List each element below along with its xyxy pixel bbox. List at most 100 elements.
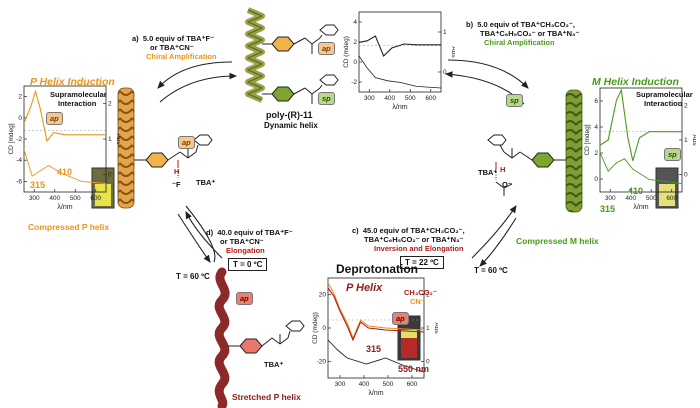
y2-tick-label: 2 xyxy=(108,101,112,108)
y-tick-label: 2 xyxy=(594,150,598,157)
x-tick-label: 300 xyxy=(335,381,346,388)
left-annotation2: Interaction xyxy=(58,99,97,108)
x-tick-label: 400 xyxy=(625,195,636,202)
vial-right xyxy=(655,167,679,209)
abs-curve xyxy=(327,339,425,373)
bottom-complex-tba: TBA⁺ xyxy=(264,360,284,369)
y-tick-label: 0 xyxy=(322,325,326,332)
left-panel-title: P Helix Induction xyxy=(30,76,115,88)
left-complex-tag: ap xyxy=(178,136,195,149)
bottom-tag: ap xyxy=(392,312,409,325)
left-annotation: Supramolecular xyxy=(50,90,107,99)
y2-tick-label: 2 xyxy=(684,102,688,109)
polymer-label: poly-(R)-11 xyxy=(266,110,313,120)
bottom-ann-550: 550 nm xyxy=(398,364,430,374)
right-complex-o: O⁻ xyxy=(502,180,512,189)
bottom-helix-tag: ap xyxy=(236,292,253,305)
x-tick-label: 500 xyxy=(70,195,81,202)
x-tick-label: 400 xyxy=(359,381,370,388)
y2-tick-label: 1 xyxy=(108,136,112,143)
center-molecule-ap xyxy=(262,24,339,54)
bottom-helix-label: Stretched P helix xyxy=(232,392,301,402)
step-c-temp: T = 22 ºC xyxy=(400,256,444,269)
right-complex-h: H xyxy=(500,165,506,174)
y-axis-label: CD [mdeg] xyxy=(8,123,15,154)
cd-curve-cn xyxy=(327,282,425,340)
y2-tick-label: 0 xyxy=(443,69,447,76)
y-tick-label: 4 xyxy=(594,124,598,131)
right-molecule xyxy=(487,134,566,196)
step-a-line1: a) 5.0 equiv of TBA⁺F⁻ xyxy=(132,34,215,43)
y2-tick-label: 0 xyxy=(684,172,688,179)
right-helix xyxy=(565,89,583,213)
left-complex-f: ⁻F xyxy=(172,180,181,189)
right-ann-410: 410 xyxy=(628,186,644,196)
center-tag-ap: ap xyxy=(318,42,335,55)
y-tick-label: -2 xyxy=(351,79,357,86)
bottom-legend-1: CH₃CO₂⁻ xyxy=(404,288,437,297)
x-tick-label: 500 xyxy=(383,381,394,388)
step-d-line1: d) 40.0 equiv of TBA⁺F⁻ xyxy=(206,228,293,237)
right-panel-title: M Helix Induction xyxy=(592,76,679,88)
center-molecule-sp xyxy=(262,74,339,104)
left-complex-h: H xyxy=(174,167,180,176)
bottom-legend-2: CN⁻ xyxy=(410,297,425,306)
right-ann-315: 315 xyxy=(600,204,616,214)
y2-tick-label: 0 xyxy=(426,358,430,365)
left-tag: ap xyxy=(46,112,63,125)
x-tick-label: 600 xyxy=(425,95,436,102)
right-tag: sp xyxy=(664,148,681,161)
left-helix xyxy=(117,87,135,209)
y2-tick-label: 2 xyxy=(426,292,430,299)
x-axis-label: λ/nm xyxy=(57,204,72,210)
y-tick-label: -4 xyxy=(16,157,22,164)
x-tick-label: 300 xyxy=(364,95,375,102)
abs-curve xyxy=(23,149,107,184)
y2-axis-label: Abs xyxy=(115,133,120,145)
x-axis-label: λ/nm xyxy=(368,390,383,396)
x-tick-label: 600 xyxy=(407,381,418,388)
y-tick-label: 0 xyxy=(594,176,598,183)
step-a-line2: or TBA⁺CN⁻ xyxy=(150,43,194,52)
bottom-heading: Deprotonation xyxy=(336,262,418,276)
x-tick-label: 400 xyxy=(49,195,60,202)
x-tick-label: 400 xyxy=(384,95,395,102)
y-tick-label: 0 xyxy=(353,59,357,66)
left-complex-tba: TBA⁺ xyxy=(196,178,216,187)
y2-tick-label: 0 xyxy=(108,171,112,178)
y-axis-label: CD [mdeg] xyxy=(584,124,591,155)
y-tick-label: -6 xyxy=(16,178,22,185)
cd-curve xyxy=(358,35,441,57)
vial-bottom xyxy=(397,315,421,361)
x-tick-label: 500 xyxy=(405,95,416,102)
temp-left: T = 60 ºC xyxy=(176,272,210,281)
y-tick-label: 6 xyxy=(594,98,598,105)
left-ann-315: 315 xyxy=(30,180,46,190)
temp-right: T = 60 ºC xyxy=(474,266,508,275)
step-c-subtitle: Inversion and Elongation xyxy=(374,244,464,253)
step-d-line2: or TBA⁺CN⁻ xyxy=(220,237,264,246)
y2-tick-label: 1 xyxy=(443,29,447,36)
y2-tick-label: 1 xyxy=(426,325,430,332)
y-tick-label: -2 xyxy=(16,136,22,143)
y-tick-label: 2 xyxy=(18,94,22,101)
y2-axis-label: Abs xyxy=(433,322,438,334)
left-molecule xyxy=(134,134,213,178)
vial-left xyxy=(91,167,115,209)
cd-curve xyxy=(23,89,106,143)
bottom-helix xyxy=(214,267,230,408)
y-tick-label: 20 xyxy=(319,292,327,299)
step-a-subtitle: Chiral Amplification xyxy=(146,52,217,61)
step-c-line2: TBA⁺C₆H₅CO₂⁻ or TBA⁺N₃⁻ xyxy=(364,235,464,244)
right-complex-tba: TBA⁺ xyxy=(478,168,498,177)
step-d-temp: T = 0 ºC xyxy=(228,258,268,271)
y2-axis-label: Abs xyxy=(691,134,696,146)
cd-curve-acetate xyxy=(327,287,425,342)
abs-curve xyxy=(358,55,442,89)
x-tick-label: 300 xyxy=(605,195,616,202)
